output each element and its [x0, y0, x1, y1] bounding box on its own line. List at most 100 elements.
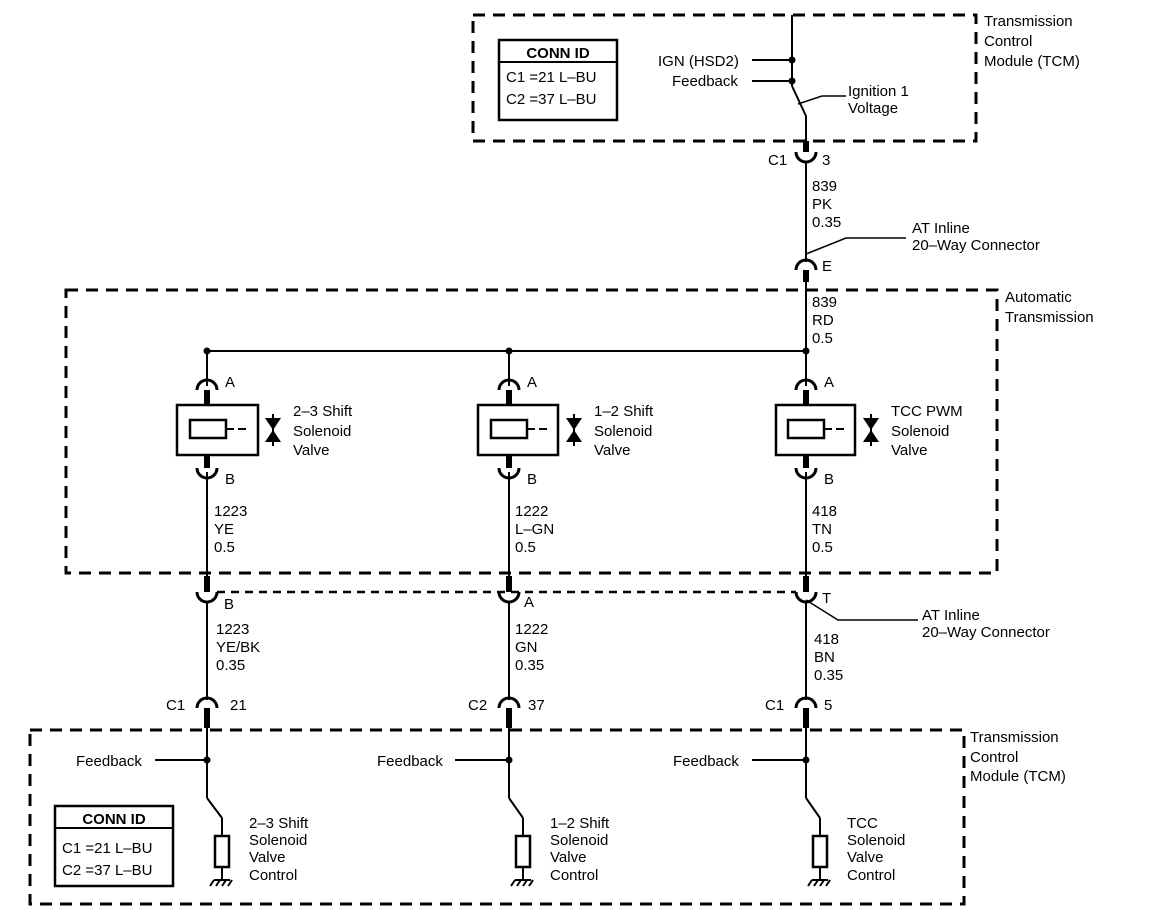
- svg-text:0.5: 0.5: [515, 539, 536, 556]
- svg-text:Solenoid: Solenoid: [891, 423, 949, 440]
- solenoid-1-name: 2–3 Shift Solenoid Valve: [293, 403, 353, 459]
- svg-text:1–2 Shift: 1–2 Shift: [594, 403, 654, 420]
- wire-1223-yebk-label: 1223 YE/BK 0.35: [216, 621, 260, 674]
- inline-pin-t: T: [822, 590, 831, 607]
- wire-1223-ye-label: 1223 YE 0.5: [214, 503, 247, 556]
- svg-text:Control: Control: [970, 749, 1018, 766]
- svg-text:20–Way Connector: 20–Way Connector: [912, 237, 1040, 254]
- tcm-bottom-boundary: [28, 728, 966, 906]
- tcm-bottom-module-label: Transmission Control Module (TCM): [970, 729, 1066, 785]
- automatic-transmission-label: Automatic Transmission: [1005, 289, 1094, 326]
- feedback-label-3: Feedback: [673, 753, 739, 770]
- tcm-top-module-label: Transmission Control Module (TCM): [984, 13, 1080, 70]
- svg-text:Module (TCM): Module (TCM): [970, 768, 1066, 785]
- svg-text:CONN ID: CONN ID: [82, 811, 146, 828]
- junction-dot: [788, 77, 796, 85]
- svg-text:Solenoid: Solenoid: [293, 423, 351, 440]
- automatic-transmission-boundary: [64, 288, 999, 575]
- connector-pin: 3: [822, 152, 830, 169]
- svg-text:RD: RD: [812, 312, 834, 329]
- svg-text:Valve: Valve: [293, 442, 329, 459]
- svg-text:GN: GN: [515, 639, 538, 656]
- svg-text:0.5: 0.5: [812, 539, 833, 556]
- inline-top-leader: [805, 237, 906, 255]
- svg-text:Automatic: Automatic: [1005, 289, 1072, 306]
- svg-text:1–2 Shift: 1–2 Shift: [550, 815, 610, 832]
- svg-text:TN: TN: [812, 521, 832, 538]
- svg-text:Control: Control: [249, 867, 297, 884]
- wire-1222-lgn-label: 1222 L–GN 0.5: [515, 503, 554, 556]
- ignition-switch: [791, 85, 807, 117]
- tcm-top-boundary: [471, 13, 978, 143]
- conn-id-table-top: CONN ID C1 =21 L–BU C2 =37 L–BU: [497, 38, 619, 122]
- tcm-bottom-connectors: [195, 696, 818, 728]
- connector-c1-name-2: C1: [765, 697, 784, 714]
- svg-text:418: 418: [812, 503, 837, 520]
- feedback-label-top: Feedback: [672, 73, 738, 90]
- svg-text:Module (TCM): Module (TCM): [984, 53, 1080, 70]
- svg-text:L–GN: L–GN: [515, 521, 554, 538]
- solenoid-1-pin-b: B: [225, 471, 235, 488]
- svg-text:YE/BK: YE/BK: [216, 639, 260, 656]
- wire-418-tn-label: 418 TN 0.5: [812, 503, 837, 556]
- solenoid-3-pin-a: A: [824, 374, 834, 391]
- solenoid-2-3-shift: [175, 351, 281, 578]
- inline-pin-a: A: [524, 594, 534, 611]
- svg-text:0.35: 0.35: [216, 657, 245, 674]
- connector-c1-pin5: 5: [824, 697, 832, 714]
- svg-text:CONN ID: CONN ID: [526, 45, 590, 62]
- inline-bottom-pins: [195, 576, 818, 604]
- solenoid-3-name: TCC PWM Solenoid Valve: [891, 403, 963, 459]
- inline-connector-pin-e: [794, 258, 818, 271]
- wire-839-rd-label: 839 RD 0.5: [812, 294, 837, 347]
- solenoid-tcc-pwm: [774, 351, 879, 578]
- ignition-leader: [797, 95, 846, 105]
- svg-text:Solenoid: Solenoid: [550, 832, 608, 849]
- svg-text:0.35: 0.35: [812, 214, 841, 231]
- svg-text:839: 839: [812, 178, 837, 195]
- solenoid-3-pin-b: B: [824, 471, 834, 488]
- svg-text:2–3 Shift: 2–3 Shift: [293, 403, 353, 420]
- solenoid-1-2-shift: [476, 351, 582, 578]
- connector-c1-pin21: 21: [230, 697, 247, 714]
- svg-text:C2 =37 L–BU: C2 =37 L–BU: [62, 862, 152, 879]
- inline-connector-bottom-label: AT Inline 20–Way Connector: [922, 607, 1050, 641]
- wire-1222-gn-label: 1222 GN 0.35: [515, 621, 548, 674]
- svg-text:Transmission: Transmission: [984, 13, 1073, 30]
- svg-text:0.5: 0.5: [214, 539, 235, 556]
- svg-text:2–3 Shift: 2–3 Shift: [249, 815, 309, 832]
- conn-id-table-bottom: CONN ID C1 =21 L–BU C2 =37 L–BU: [53, 804, 175, 888]
- svg-text:C2 =37 L–BU: C2 =37 L–BU: [506, 91, 596, 108]
- svg-text:20–Way Connector: 20–Way Connector: [922, 624, 1050, 641]
- wire-839-pk-label: 839 PK 0.35: [812, 178, 841, 231]
- inline-bottom-leader: [805, 599, 918, 621]
- svg-text:0.35: 0.35: [515, 657, 544, 674]
- feedback-label-2: Feedback: [377, 753, 443, 770]
- svg-text:Solenoid: Solenoid: [249, 832, 307, 849]
- svg-text:0.5: 0.5: [812, 330, 833, 347]
- control-label-tcc: TCC Solenoid Valve Control: [847, 815, 905, 884]
- svg-text:Valve: Valve: [594, 442, 630, 459]
- svg-text:Transmission: Transmission: [1005, 309, 1094, 326]
- feedback-label-1: Feedback: [76, 753, 142, 770]
- connector-name: C1: [768, 152, 787, 169]
- svg-text:Control: Control: [550, 867, 598, 884]
- svg-text:Control: Control: [847, 867, 895, 884]
- inline-pin-e-label: E: [822, 258, 832, 275]
- connector-c1-name: C1: [166, 697, 185, 714]
- ignition-voltage-label: Ignition 1 Voltage: [848, 83, 909, 117]
- svg-text:1223: 1223: [216, 621, 249, 638]
- control-label-2-3-shift: 2–3 Shift Solenoid Valve Control: [249, 815, 309, 884]
- svg-text:Transmission: Transmission: [970, 729, 1059, 746]
- svg-text:Solenoid: Solenoid: [847, 832, 905, 849]
- svg-text:839: 839: [812, 294, 837, 311]
- solenoid-2-pin-a: A: [527, 374, 537, 391]
- svg-text:AT Inline: AT Inline: [912, 220, 970, 237]
- junction-dot: [788, 56, 796, 64]
- svg-text:YE: YE: [214, 521, 234, 538]
- svg-text:Valve: Valve: [550, 849, 586, 866]
- inline-connector-top-label: AT Inline 20–Way Connector: [912, 220, 1040, 254]
- svg-text:BN: BN: [814, 649, 835, 666]
- svg-text:C1 =21 L–BU: C1 =21 L–BU: [62, 840, 152, 857]
